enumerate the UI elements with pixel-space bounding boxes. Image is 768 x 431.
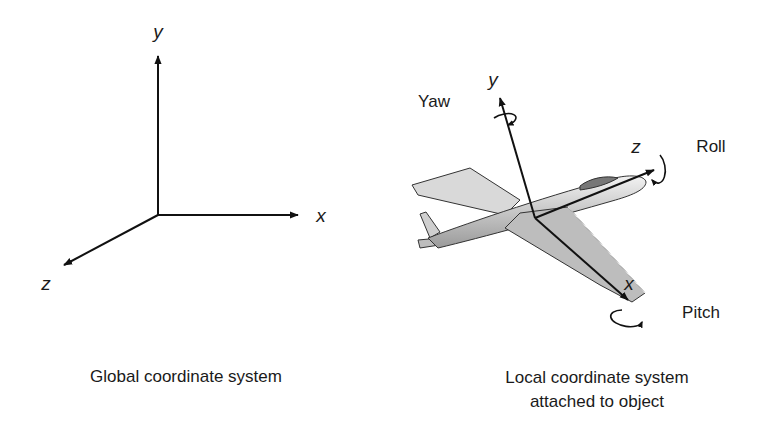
global-axes [64,56,298,265]
local-axes [500,98,654,300]
axis-label: x [624,271,634,298]
axis-label: z [631,134,641,161]
rotation-label: Roll [696,135,725,159]
axis-label: y [488,67,498,94]
axis-label: z [41,271,51,298]
rotation-label: Yaw [418,90,450,114]
axis-label: y [153,19,163,46]
panel-caption: Local coordinate system attached to obje… [495,366,700,414]
panel-caption: Global coordinate system [90,365,282,389]
axis-label: x [316,203,326,230]
rotation-label: Pitch [682,301,720,325]
rotation-arrows [494,114,665,327]
